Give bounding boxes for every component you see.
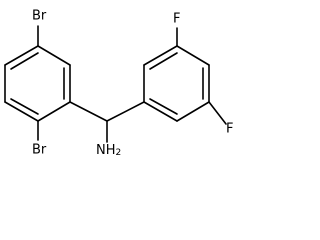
dibromophenyl-ring [4,45,71,122]
bond [37,101,71,122]
double-bond-inner [10,98,39,115]
bond-ch-to-right-ring [106,101,145,122]
atom-label-br-bottom: Br [32,143,47,158]
bond [143,101,178,122]
central-linkage [69,101,145,143]
bond-to-f-bottom [208,101,227,125]
bond-left-ring-to-ch [69,101,108,122]
double-bond-inner [10,52,39,70]
amine-subscript: 2 [116,148,122,158]
substituent-bonds [37,25,227,141]
difluorophenyl-ring [143,45,210,122]
atom-label-amine: NH2 [96,143,121,159]
bond [176,101,210,122]
chemical-structure: Br Br F F NH2 [4,9,233,159]
atom-label-br-top: Br [32,9,47,24]
bond [143,45,178,66]
amine-main: NH [96,143,116,158]
atom-label-f-top: F [173,12,180,27]
bond [37,45,71,66]
bond [176,45,210,66]
double-bond-inner [149,98,178,115]
bond [4,45,39,66]
bond [4,101,39,122]
atom-label-f-bottom: F [226,122,233,137]
double-bond-inner [149,52,178,70]
